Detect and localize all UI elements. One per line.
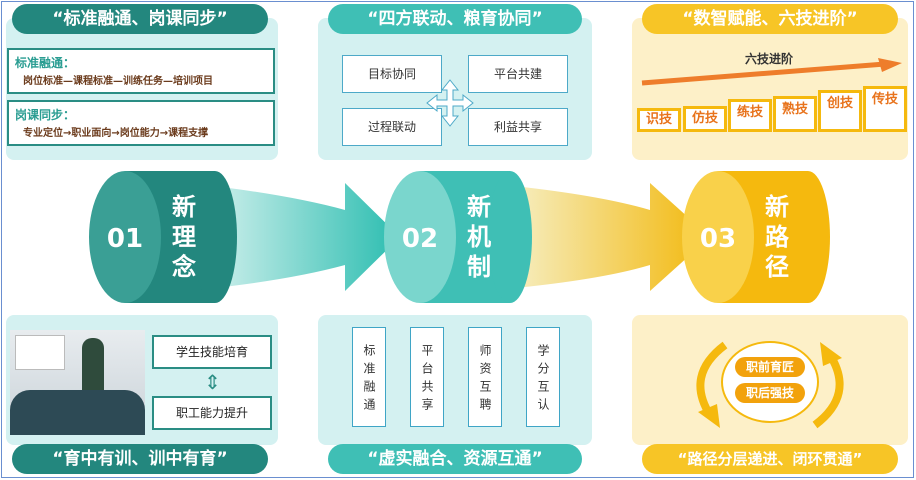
stage-cylinder-1 — [89, 171, 237, 303]
box-text: 岗位标准—课程标准—训练任务—培训项目 — [23, 76, 213, 87]
item-box: 标准融通 — [352, 327, 386, 427]
standard-box: 标准融通： 岗位标准—课程标准—训练任务—培训项目 — [7, 48, 275, 94]
panel-title: “路径分层递进、闭环贯通” — [642, 444, 898, 474]
flow-arrow-1 — [205, 183, 400, 291]
post-job-label: 职后强技 — [735, 383, 805, 403]
skill-step: 仿技 — [683, 106, 727, 132]
classroom-photo — [10, 330, 145, 435]
progress-arrow-icon — [641, 58, 902, 86]
panel-six-skills — [632, 18, 908, 160]
stage-number: 03 — [700, 224, 736, 254]
student-skill-box: 学生技能培育 — [152, 335, 272, 369]
arrow-label: 六技进阶 — [745, 52, 794, 66]
stage-name: 新理念 — [172, 193, 196, 281]
stage-flow: 01 02 03 — [89, 171, 830, 303]
panel-title: “四方联动、粮育协同” — [328, 4, 582, 34]
item-box: 过程联动 — [342, 108, 442, 146]
box-label: 标准融通： — [15, 56, 76, 70]
updown-arrow-icon: ⇕ — [204, 370, 221, 394]
skill-step: 练技 — [728, 99, 772, 132]
skill-step: 识技 — [637, 108, 681, 132]
stage-name: 新路径 — [765, 193, 789, 281]
panel-title: “标准融通、岗课同步” — [12, 4, 268, 34]
panel-title: “虚实融合、资源互通” — [328, 444, 582, 474]
skill-step: 传技 — [863, 86, 907, 132]
stage-number: 02 — [402, 224, 438, 254]
flow-arrow-2 — [505, 183, 710, 291]
pre-job-label: 职前育匠 — [735, 357, 805, 377]
stage-cylinder-3 — [682, 171, 830, 303]
panel-title: “数智赋能、六技进阶” — [642, 4, 898, 34]
stage-cylinder-2 — [384, 171, 532, 303]
skill-step: 熟技 — [773, 96, 817, 132]
staff-ability-box: 职工能力提升 — [152, 396, 272, 430]
skill-step: 创技 — [818, 90, 862, 132]
item-box: 师资互聘 — [468, 327, 502, 427]
item-box: 平台共享 — [410, 327, 444, 427]
item-box: 平台共建 — [468, 55, 568, 93]
stage-name: 新机制 — [467, 193, 491, 281]
item-box: 目标协同 — [342, 55, 442, 93]
box-text: 专业定位→职业面向→岗位能力→课程支撑 — [23, 128, 209, 139]
item-box: 利益共享 — [468, 108, 568, 146]
panel-title: “育中有训、训中有育” — [12, 444, 268, 474]
box-label: 岗课同步： — [15, 108, 76, 122]
stage-number: 01 — [107, 224, 143, 254]
four-way-arrow-icon — [426, 79, 474, 127]
sync-box: 岗课同步： 专业定位→职业面向→岗位能力→课程支撑 — [7, 100, 275, 146]
item-box: 学分互认 — [526, 327, 560, 427]
